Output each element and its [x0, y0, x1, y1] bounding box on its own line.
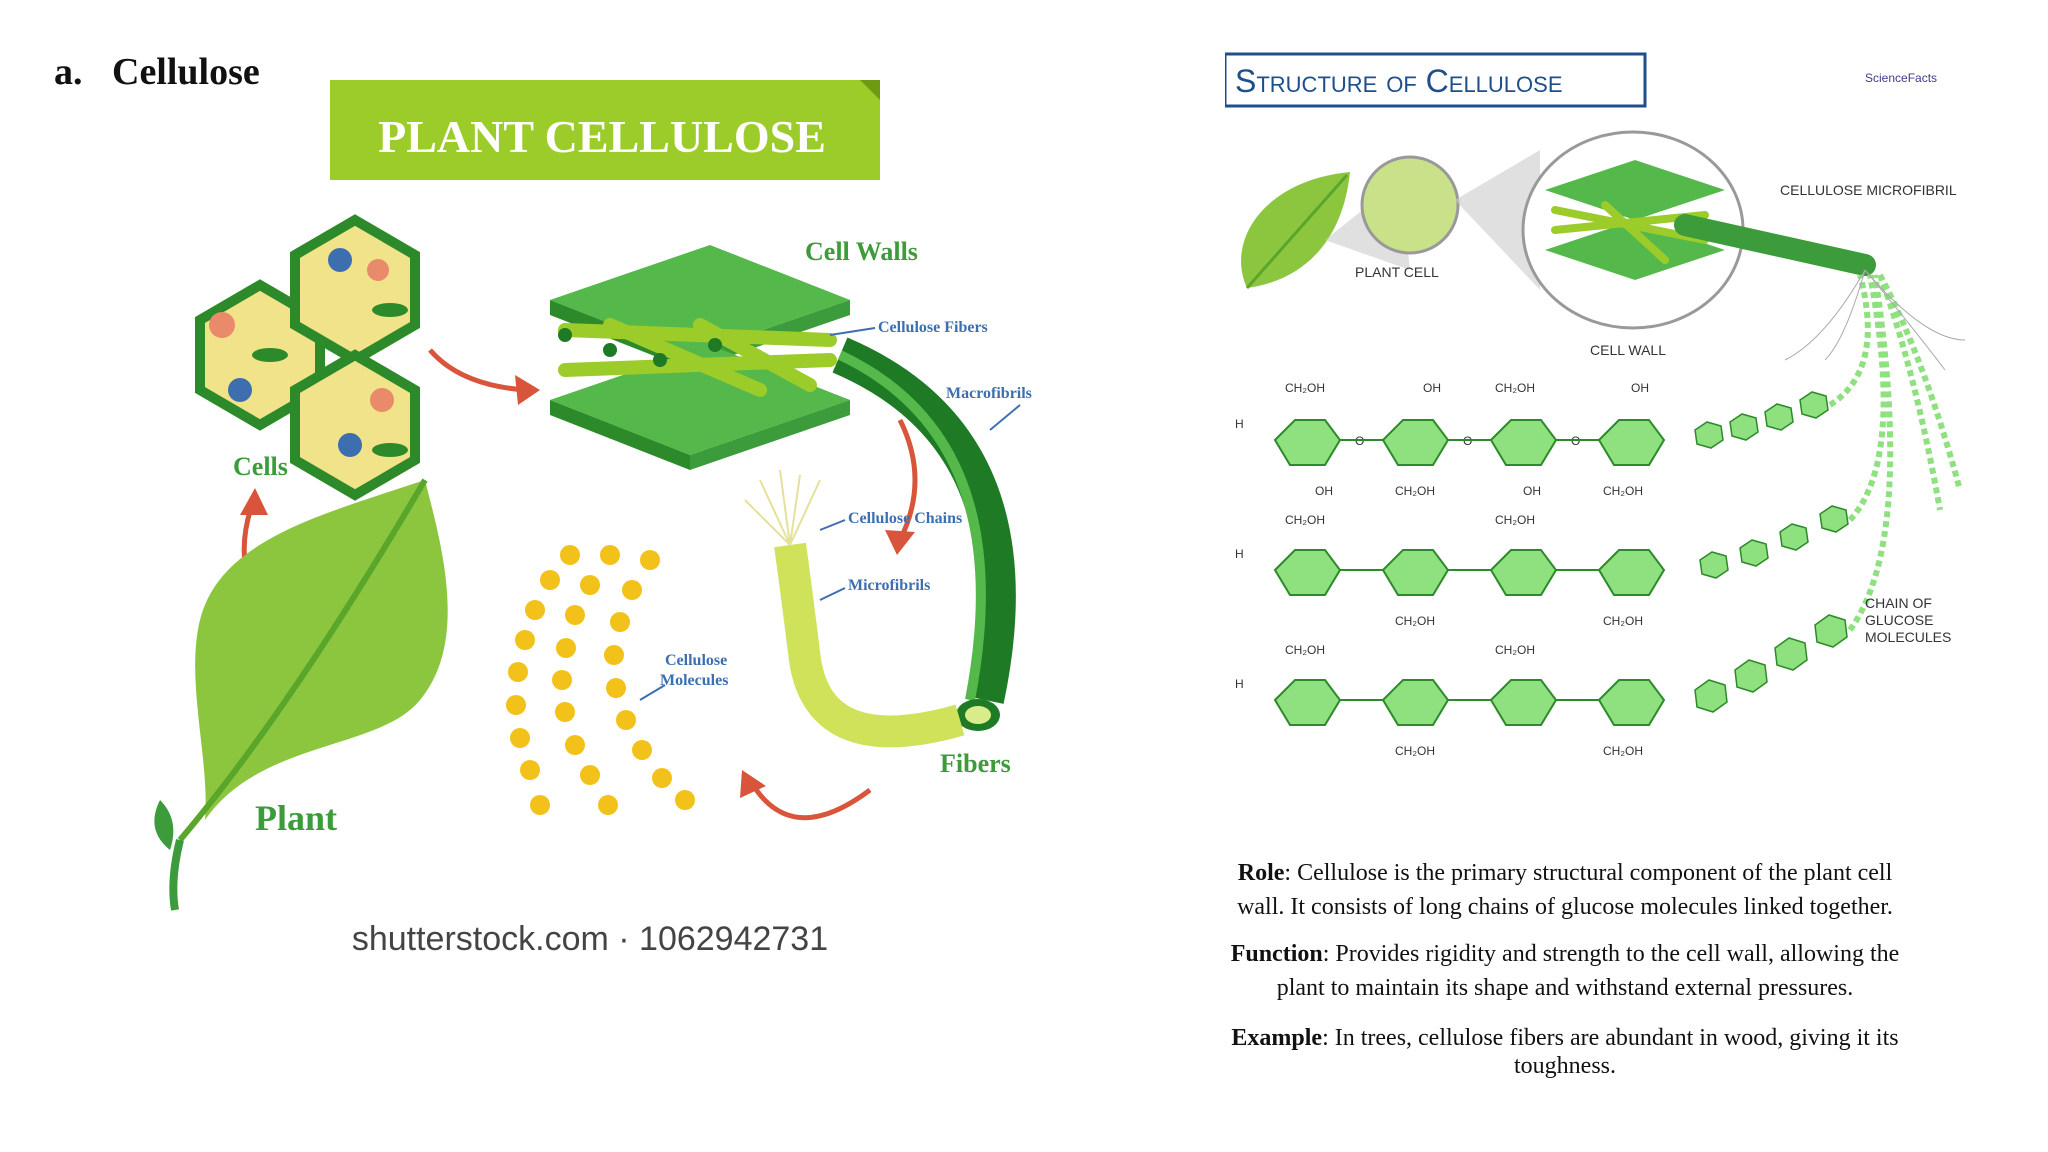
chem-ch2oh: CH₂OH	[1395, 484, 1435, 498]
banner-text: PLANT CELLULOSE	[378, 111, 826, 162]
function-label: Function	[1230, 941, 1323, 967]
plant-leaf: Plant	[154, 478, 448, 911]
function-text: : Provides rigidity and strength to the …	[1276, 941, 1900, 1001]
microfibril-tube	[1674, 214, 1876, 276]
label-cellulose-microfibril: CELLULOSE MICROFIBRIL	[1780, 182, 1957, 198]
glucose-chains	[1694, 391, 1849, 713]
microfibril: Cellulose Chains Microfibrils	[744, 469, 965, 748]
sciencefacts-logo: ScienceFacts	[1865, 71, 1937, 85]
chem-oh: OH	[1423, 381, 1441, 395]
structure-title: Structure of Cellulose	[1235, 63, 1563, 99]
glucose-chain-grid	[1273, 419, 1666, 726]
label-plant-cell: PLANT CELL	[1355, 264, 1439, 280]
label-cell-walls: Cell Walls	[805, 237, 918, 266]
label-cellulose-molecules-2: Molecules	[660, 672, 728, 689]
chem-ch2oh: CH₂OH	[1495, 381, 1535, 395]
chem-ch2oh: CH₂OH	[1495, 513, 1535, 527]
role-text: : Cellulose is the primary structural co…	[1237, 860, 1893, 920]
label-microfibrils: Microfibrils	[848, 577, 930, 594]
chem-ch2oh: CH₂OH	[1603, 484, 1643, 498]
label-chain-3: MOLECULES	[1865, 629, 1951, 645]
chem-ch2oh: CH₂OH	[1495, 643, 1535, 657]
chain-strands	[1828, 273, 1963, 632]
role-paragraph: Role: Cellulose is the primary structura…	[1220, 856, 1910, 924]
cellulose-molecules: Cellulose Molecules	[506, 545, 728, 815]
chem-ch2oh: CH₂OH	[1603, 744, 1643, 758]
chem-labels: CH₂OH CH₂OH OH OH CH₂OH CH₂OH OH OH CH₂O…	[1235, 381, 1649, 758]
chem-oh: OH	[1315, 484, 1333, 498]
chem-h: H	[1235, 547, 1244, 561]
example-paragraph: Example: In trees, cellulose fibers are …	[1220, 1024, 1910, 1080]
label-cellulose-molecules-1: Cellulose	[665, 652, 727, 669]
label-chain-1: CHAIN OF	[1865, 595, 1932, 611]
chem-h: H	[1235, 417, 1244, 431]
label-fibers: Fibers	[940, 749, 1011, 778]
section-number: a.	[54, 51, 83, 93]
chem-ch2oh: CH₂OH	[1285, 381, 1325, 395]
banner: PLANT CELLULOSE	[330, 80, 880, 180]
label-cells: Cells	[233, 452, 288, 481]
structure-of-cellulose-diagram: Structure of Cellulose ScienceFacts PLAN…	[1225, 52, 1966, 758]
chem-ch2oh: CH₂OH	[1395, 744, 1435, 758]
label-chain-2: GLUCOSE	[1865, 612, 1933, 628]
chem-oh: OH	[1631, 381, 1649, 395]
label-cellulose-chains: Cellulose Chains	[848, 510, 962, 527]
label-macrofibrils: Macrofibrils	[946, 385, 1032, 402]
plant-cell-magnifier	[1360, 155, 1460, 255]
cell-wall-stack: Cell Walls Cellulose Fibers	[550, 237, 988, 470]
cells-illustration: Cells	[195, 214, 420, 501]
example-text: : In trees, cellulose fibers are abundan…	[1322, 1025, 1899, 1079]
macrofibril: Macrofibrils Fibers	[832, 337, 1032, 778]
glycosidic-bonds	[1340, 439, 1599, 701]
section-heading: a. Cellulose	[54, 50, 260, 94]
leaf-icon	[1241, 172, 1350, 289]
label-plant: Plant	[255, 798, 337, 838]
plant-cellulose-diagram: PLANT CELLULOSE Cells	[154, 80, 1032, 958]
chem-ch2oh: CH₂OH	[1285, 643, 1325, 657]
chem-ch2oh: CH₂OH	[1395, 614, 1435, 628]
label-cellulose-fibers: Cellulose Fibers	[878, 319, 988, 336]
arrow-heads	[240, 375, 915, 798]
example-label: Example	[1231, 1025, 1323, 1051]
section-title: Cellulose	[112, 51, 260, 93]
watermark: shutterstock.com · 1062942731	[352, 920, 828, 958]
chem-oh: OH	[1523, 484, 1541, 498]
chem-ch2oh: CH₂OH	[1285, 513, 1325, 527]
role-label: Role	[1237, 860, 1285, 886]
chem-h: H	[1235, 677, 1244, 691]
fiber-strands	[1784, 269, 1966, 371]
chem-ch2oh: CH₂OH	[1603, 614, 1643, 628]
function-paragraph: Function: Provides rigidity and strength…	[1220, 937, 1910, 1005]
label-cell-wall: CELL WALL	[1590, 342, 1666, 358]
